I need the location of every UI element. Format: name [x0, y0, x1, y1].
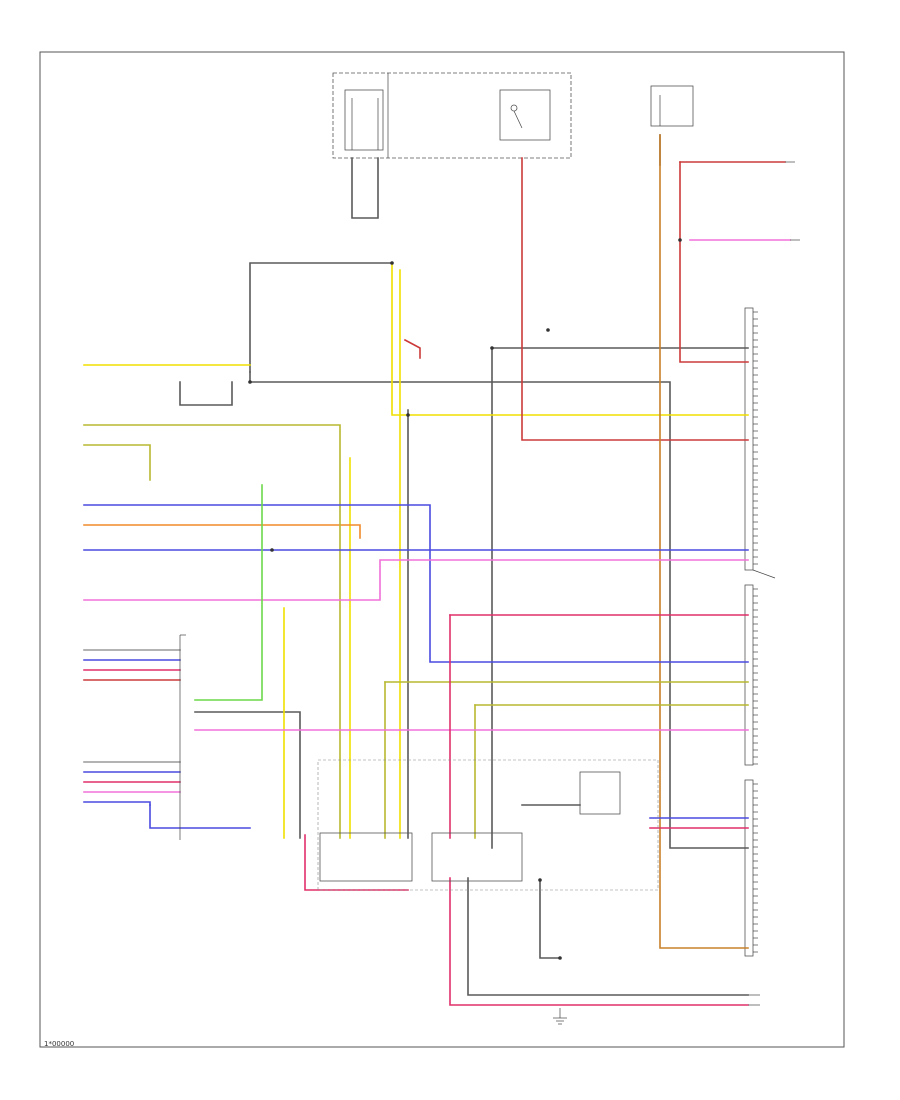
- wires: [83, 134, 791, 1006]
- diagram-frame: [39, 51, 845, 1048]
- sensor-group-brackets: [179, 634, 186, 840]
- fuse-relay-box: [332, 72, 572, 159]
- top-right-fuse: [650, 85, 694, 127]
- page-code: 1*00000: [44, 1040, 74, 1048]
- right-connectors: [744, 307, 776, 957]
- connector-arrows: [748, 161, 800, 1006]
- ground-icon: [553, 1008, 567, 1025]
- airbag-control-module: [317, 759, 659, 891]
- connector-pin-ticks: [753, 311, 758, 953]
- relay-coil-icon: [510, 104, 518, 112]
- splice-points: [248, 238, 682, 960]
- combination-meter: [579, 771, 621, 815]
